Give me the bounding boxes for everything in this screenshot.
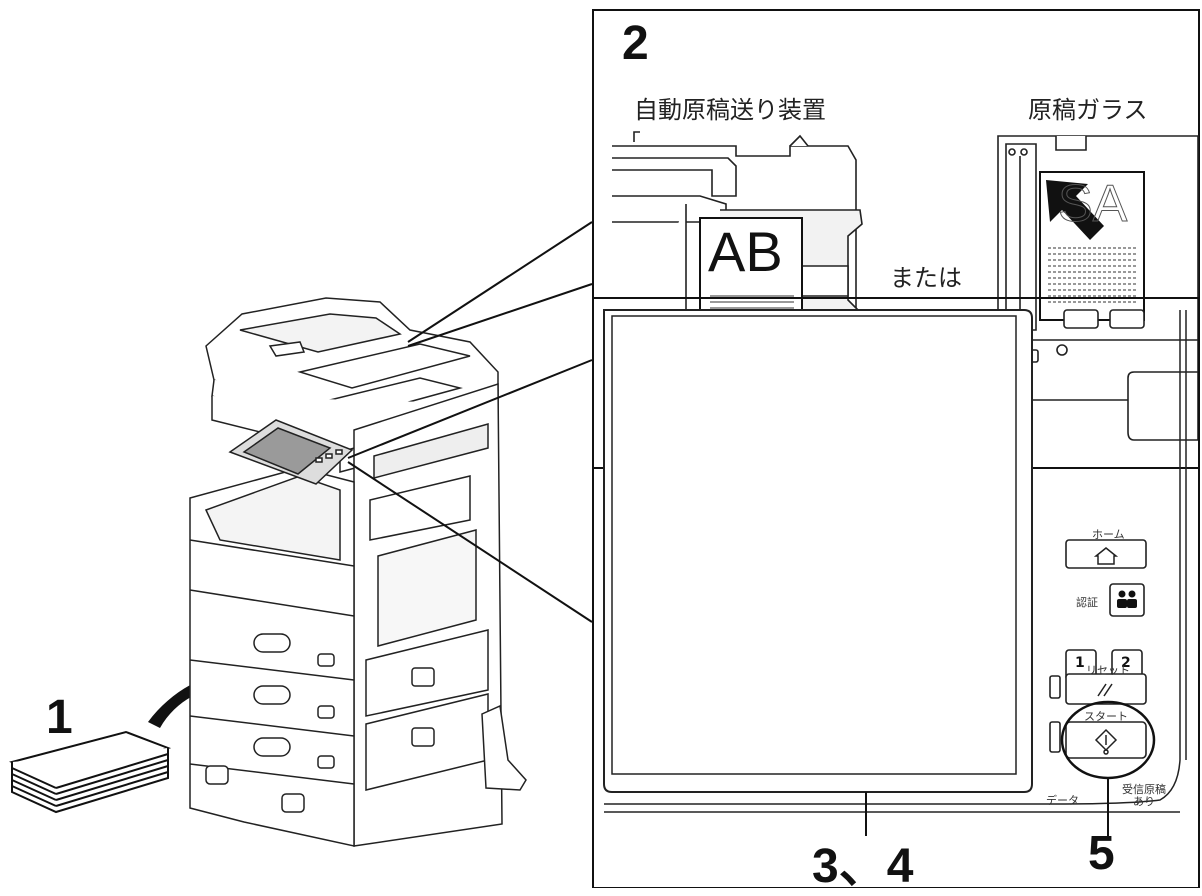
copier-illustration xyxy=(189,297,527,847)
panel-buttons xyxy=(1049,309,1147,759)
adf-label: 自動原稿送り装置 xyxy=(634,96,826,124)
home-icon xyxy=(1093,547,1119,565)
glass-document-lines xyxy=(1048,247,1138,303)
glass-corner-arrow xyxy=(1046,180,1104,240)
glass-document-sheet xyxy=(1039,171,1145,321)
paper-stack-illustration xyxy=(9,730,172,814)
glass-doc-letters: SA xyxy=(1057,175,1128,234)
auth-button-label: 認証 xyxy=(1076,596,1098,609)
received-indicator-label: 受信原稿 あり xyxy=(1122,783,1166,808)
key-2-label: 2 xyxy=(1121,655,1131,671)
step-3-4-number: 3、4 xyxy=(812,840,914,893)
touchscreen-closeup xyxy=(603,309,1187,813)
key-1-label: 1 xyxy=(1075,655,1085,671)
start-button-label: スタート xyxy=(1084,710,1128,723)
reset-button-label: リセット xyxy=(1086,664,1130,677)
data-indicator-label: データ xyxy=(1046,794,1079,807)
step-5-number: 5 xyxy=(1088,827,1115,880)
step-1-number: 1 xyxy=(46,691,73,744)
glass-label: 原稿ガラス xyxy=(1028,96,1148,124)
step-2-number: 2 xyxy=(622,17,649,70)
auth-person-icon xyxy=(1117,590,1137,608)
control-panel-frame xyxy=(592,297,1200,888)
reset-icon xyxy=(1097,683,1113,697)
or-text: または xyxy=(890,264,962,292)
home-button-label: ホーム xyxy=(1092,528,1125,541)
adf-doc-letters: AB xyxy=(708,220,783,283)
callout-lines xyxy=(347,221,593,623)
start-icon xyxy=(1094,728,1118,755)
